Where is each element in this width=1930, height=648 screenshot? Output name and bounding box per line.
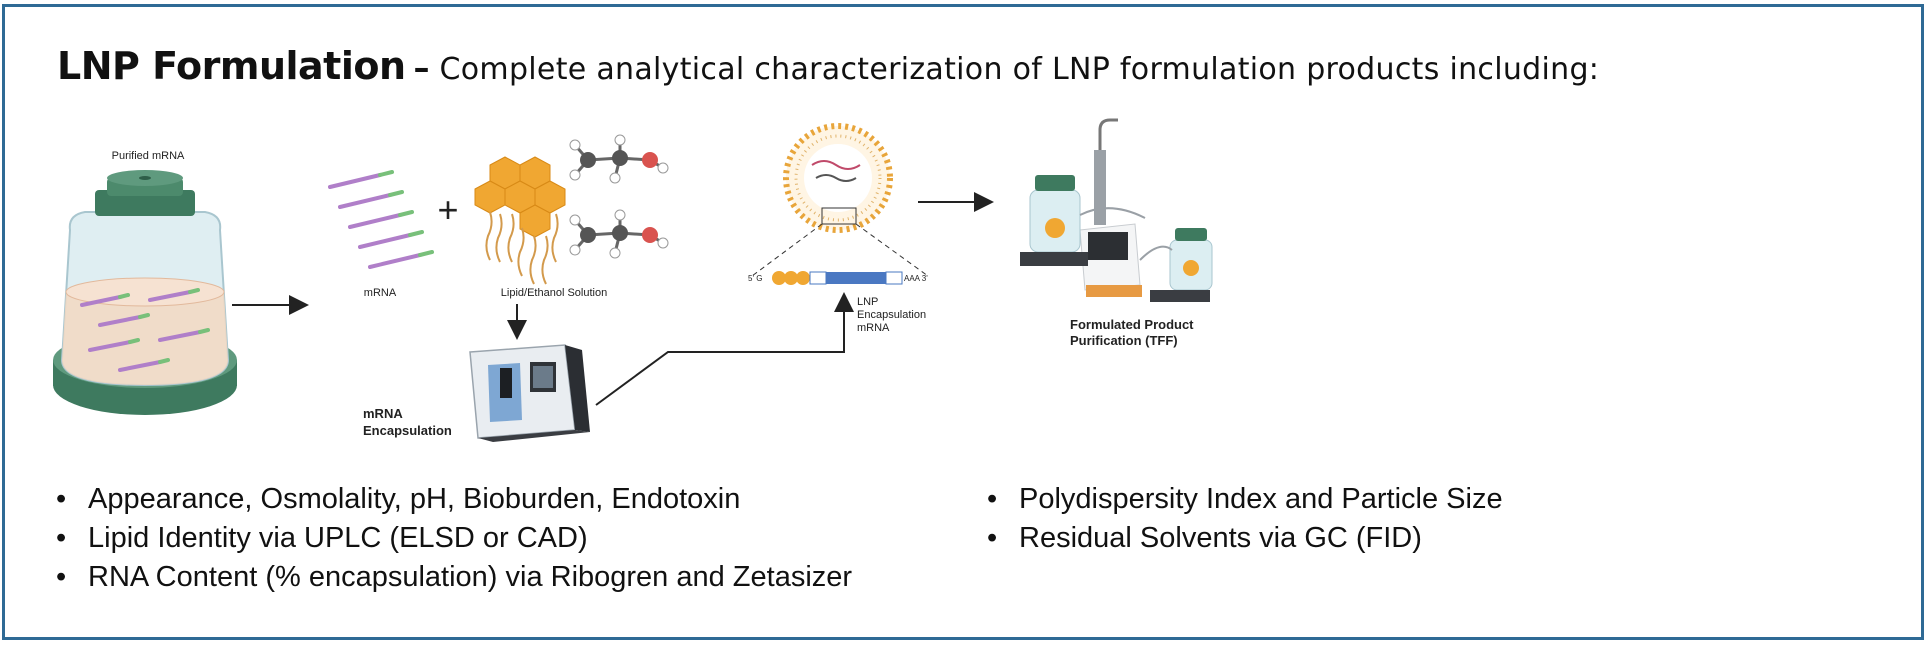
- title-dash: –: [413, 49, 430, 87]
- mrna-strands-icon: [328, 170, 434, 269]
- list-item: Polydispersity Index and Particle Size: [987, 480, 1503, 519]
- workflow-diagram: Purified mRNA: [53, 118, 1213, 442]
- list-item: Appearance, Osmolality, pH, Bioburden, E…: [56, 480, 852, 519]
- plus-sign: +: [437, 189, 458, 230]
- ethanol-molecule-icon: [569, 134, 669, 259]
- label-formulated-line2: Purification (TFF): [1070, 333, 1178, 348]
- page-title: LNP Formulation–Complete analytical char…: [57, 44, 1599, 88]
- label-lnp-line3: mRNA: [857, 322, 890, 334]
- mixer-instrument-icon: [469, 344, 590, 442]
- label-mrna-encapsulation-line2: Encapsulation: [363, 423, 452, 438]
- label-lipid-ethanol: Lipid/Ethanol Solution: [501, 287, 607, 299]
- list-item: Lipid Identity via UPLC (ELSD or CAD): [56, 519, 852, 558]
- label-lnp-line2: Encapsulation: [857, 309, 926, 321]
- bullet-list-right: Polydispersity Index and Particle Size R…: [987, 480, 1503, 558]
- label-formulated-line1: Formulated Product: [1070, 317, 1194, 332]
- bottle-icon: [53, 170, 237, 424]
- mrna-construct-icon: 5' G AAA 3': [748, 271, 928, 285]
- label-mrna-encapsulation-line1: mRNA: [363, 406, 403, 421]
- list-item: Residual Solvents via GC (FID): [987, 519, 1503, 558]
- label-purified-mrna: Purified mRNA: [112, 150, 185, 162]
- label-lnp-line1: LNP: [857, 296, 878, 308]
- lipid-hexagon-icon: [474, 156, 566, 285]
- bullet-list-left: Appearance, Osmolality, pH, Bioburden, E…: [56, 480, 852, 597]
- slide-frame: [2, 4, 1924, 640]
- label-mrna: mRNA: [364, 287, 397, 299]
- arrow-mixer-to-lnp: [595, 292, 854, 406]
- title-main: LNP Formulation: [57, 44, 406, 88]
- tff-system-icon: [1020, 118, 1213, 302]
- list-item: RNA Content (% encapsulation) via Ribogr…: [56, 558, 852, 597]
- title-subtitle: Complete analytical characterization of …: [439, 52, 1600, 87]
- label-five-prime: 5' G: [748, 274, 762, 283]
- label-three-prime: AAA 3': [904, 274, 928, 283]
- lnp-particle-icon: [783, 123, 893, 233]
